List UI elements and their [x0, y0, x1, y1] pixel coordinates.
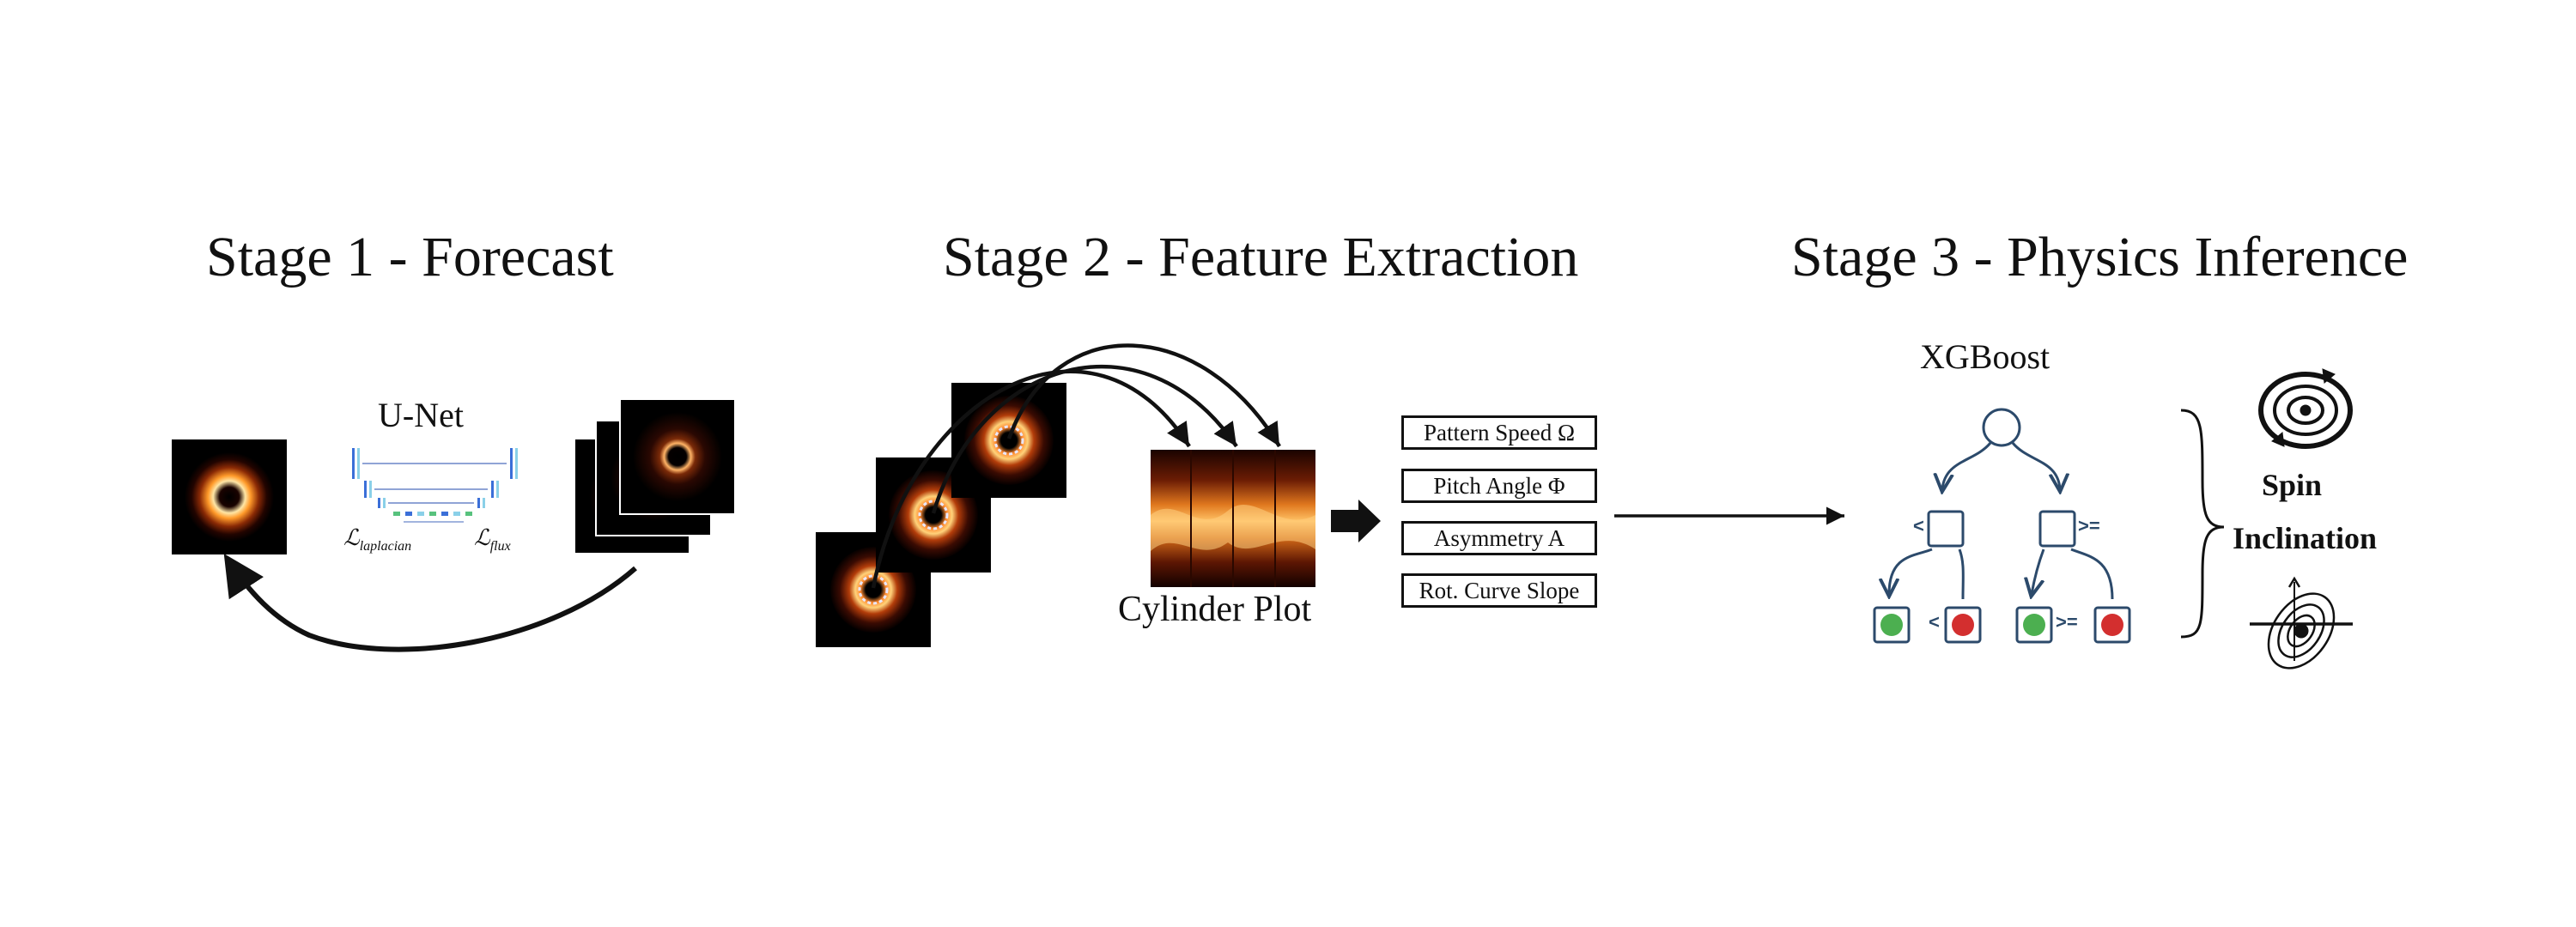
split-left-op: <: [1913, 515, 1924, 536]
input-blackhole-image: [172, 439, 287, 554]
spin-label: Spin: [2262, 468, 2323, 502]
feature-pitch-angle: Pitch Angle Φ: [1401, 469, 1597, 503]
xgboost-label: XGBoost: [1920, 337, 2050, 376]
feature-rot-curve-slope: Rot. Curve Slope: [1401, 573, 1597, 608]
split-node-right: [2038, 510, 2076, 548]
root-node: [1982, 408, 2021, 447]
stage1-group: [172, 398, 736, 652]
inclination-icon: [2250, 576, 2353, 670]
frame-sequence: [816, 383, 1066, 647]
feature-pattern-speed: Pattern Speed Ω: [1401, 415, 1597, 450]
feature-arrow-icon: [1331, 500, 1381, 542]
stage2-group: [816, 343, 1844, 647]
stage3-group: [1873, 368, 2353, 670]
feature-asymmetry: Asymmetry A: [1401, 521, 1597, 555]
sampling-ring: [993, 425, 1024, 456]
forecast-frame-stack: [574, 398, 736, 554]
cylinder-plot: [1151, 450, 1315, 587]
leaf-right-op: >=: [2056, 611, 2078, 633]
cylinder-plot-label: Cylinder Plot: [1118, 590, 1312, 629]
laplacian-loss-label: ℒlaplacian: [343, 525, 412, 554]
sampling-ring: [858, 574, 889, 605]
output-brace: [2180, 409, 2225, 639]
split-node-left: [1927, 510, 1965, 548]
inclination-label: Inclination: [2233, 521, 2378, 555]
stage3-title: Stage 3 - Physics Inference: [1791, 226, 2409, 288]
feedback-arrow: [223, 553, 637, 652]
unet-label: U-Net: [378, 396, 464, 434]
spin-icon: [2258, 368, 2353, 449]
split-right-op: >=: [2078, 515, 2100, 536]
sampling-ring: [918, 500, 949, 530]
leaf-green-2: [2023, 614, 2045, 636]
leaf-left-op: <: [1929, 611, 1940, 633]
leaf-green-1: [1880, 614, 1903, 636]
flux-loss-label: ℒflux: [474, 525, 511, 554]
unroll-arrows: [871, 343, 1281, 589]
unet-icon: [352, 448, 518, 523]
stage1-title: Stage 1 - Forecast: [206, 226, 614, 288]
leaf-red-2: [2101, 614, 2123, 636]
stage2-title: Stage 2 - Feature Extraction: [943, 226, 1579, 288]
leaf-red-1: [1952, 614, 1974, 636]
